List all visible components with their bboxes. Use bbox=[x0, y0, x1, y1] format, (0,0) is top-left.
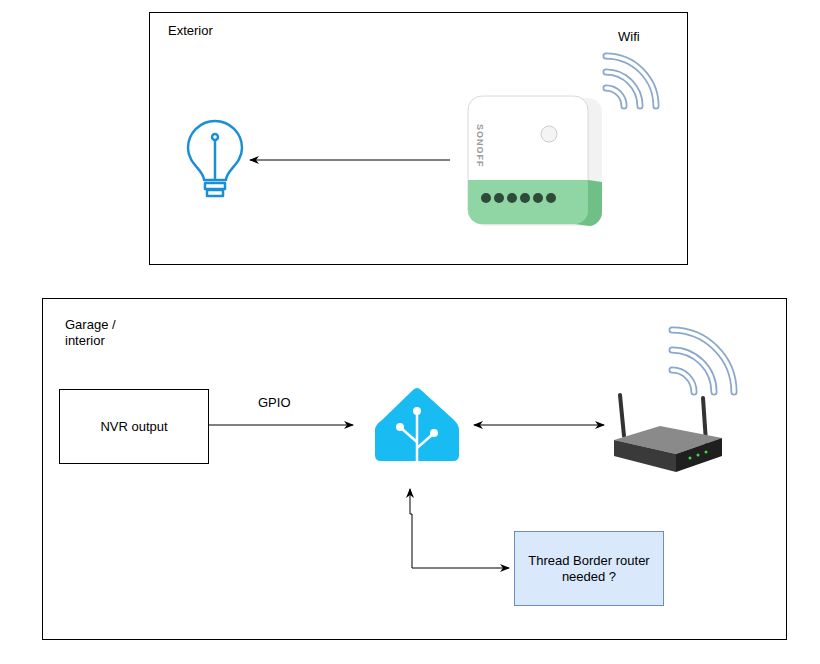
process-box: Thread Border router needed ? bbox=[514, 531, 664, 606]
bulb-base bbox=[205, 183, 225, 189]
wifi-arc bbox=[606, 72, 640, 106]
wifi-inner bbox=[672, 330, 734, 392]
wifi-arc bbox=[606, 88, 624, 106]
wifi-arc bbox=[672, 330, 734, 392]
region-box: Exterior bbox=[149, 12, 688, 265]
terminal-screw bbox=[507, 193, 517, 203]
wifi-symbol bbox=[672, 330, 734, 392]
box-text: Thread Border router needed ? bbox=[521, 553, 657, 585]
router-top bbox=[614, 426, 722, 454]
bulb-icon bbox=[188, 121, 242, 196]
region-title: Garage / interior bbox=[65, 317, 137, 349]
wifi-outline bbox=[606, 56, 656, 106]
wifi-arc bbox=[606, 56, 656, 106]
wifi-arc bbox=[606, 72, 640, 106]
wifi-inner bbox=[606, 56, 656, 106]
router-led bbox=[697, 454, 700, 457]
link-arrow bbox=[410, 489, 509, 568]
tree-node bbox=[396, 423, 404, 431]
region-title: Exterior bbox=[168, 23, 288, 39]
box-text: NVR output bbox=[100, 419, 167, 435]
terminal-side bbox=[574, 180, 602, 226]
terminal-block bbox=[468, 180, 588, 224]
link-arrow bbox=[474, 425, 604, 426]
terminal-screw bbox=[481, 193, 491, 203]
router-led bbox=[689, 457, 692, 460]
signal-arrow bbox=[208, 425, 353, 426]
tree-lines bbox=[401, 412, 433, 461]
control-arrow bbox=[250, 160, 450, 161]
home-assistant-icon bbox=[375, 388, 459, 461]
tree-node bbox=[430, 429, 438, 437]
terminal-screw bbox=[546, 193, 556, 203]
router-front bbox=[614, 440, 676, 472]
wifi-arc bbox=[672, 370, 694, 392]
router-antenna bbox=[620, 395, 624, 436]
wifi-arc bbox=[672, 370, 694, 392]
wifi-outline bbox=[672, 330, 734, 392]
wifi-label: Wifi bbox=[618, 29, 640, 45]
tree-branch bbox=[401, 428, 417, 442]
wifi-arc bbox=[606, 88, 624, 106]
bulb-filament bbox=[214, 140, 217, 180]
sonoff-device bbox=[468, 96, 602, 226]
wifi-arc bbox=[672, 350, 714, 392]
process-box: NVR output bbox=[59, 389, 209, 464]
tree-branch bbox=[417, 434, 433, 448]
tree-nodes bbox=[396, 407, 438, 437]
terminal-screw bbox=[494, 193, 504, 203]
router-antenna bbox=[703, 398, 706, 442]
brand-logo: SONOFF bbox=[472, 124, 488, 168]
bulb-base bbox=[207, 190, 223, 196]
terminal-screw bbox=[520, 193, 530, 203]
device-side bbox=[472, 98, 602, 226]
bulb-glass bbox=[188, 121, 242, 180]
tree-trunk bbox=[416, 412, 419, 461]
router-side bbox=[676, 438, 722, 472]
tree-node bbox=[413, 407, 421, 415]
signal-label: GPIO bbox=[258, 395, 291, 411]
wifi-arc bbox=[606, 56, 656, 106]
wifi-symbol bbox=[606, 56, 656, 106]
wifi-arc bbox=[672, 330, 734, 392]
region-box: Garage / interiorNVR outputThread Border… bbox=[42, 298, 787, 640]
bulb-filament bbox=[212, 134, 218, 140]
terminal-screw bbox=[533, 193, 543, 203]
house-shape bbox=[375, 388, 459, 461]
wifi-arc bbox=[672, 350, 714, 392]
device-body bbox=[468, 96, 588, 224]
device-button bbox=[541, 126, 557, 142]
wifi-router bbox=[614, 395, 722, 472]
router-led bbox=[705, 451, 708, 454]
